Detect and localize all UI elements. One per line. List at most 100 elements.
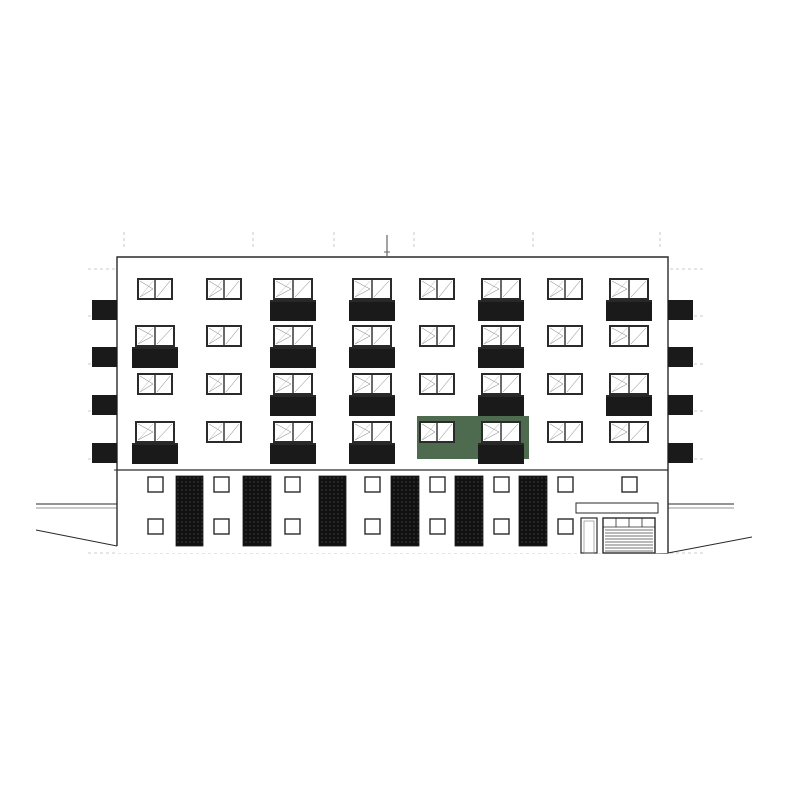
window [352, 421, 392, 443]
ground-dark-panel [318, 475, 347, 547]
window-opening-mark [275, 375, 292, 393]
window-opening-mark [137, 327, 154, 345]
balcony-railing [349, 395, 395, 416]
side-balcony-left [92, 395, 117, 415]
window-opening-mark [483, 280, 500, 298]
ground-square-window [429, 518, 446, 535]
window-opening-mark [225, 280, 240, 298]
side-balcony-left [92, 300, 117, 320]
window-opening-mark [137, 423, 154, 441]
window-opening-mark [630, 327, 647, 345]
window-opening-mark [421, 327, 436, 345]
window-opening-mark [502, 280, 519, 298]
window-opening-mark [354, 375, 371, 393]
ground-square-window [213, 476, 230, 493]
window-opening-mark [483, 423, 500, 441]
window-opening-mark [611, 375, 628, 393]
window-opening-mark [139, 375, 154, 393]
balcony-railing [132, 443, 178, 464]
floor-1 [132, 421, 649, 464]
balcony-railing [478, 347, 524, 368]
balcony-railing [606, 300, 652, 321]
ground-dark-panel [454, 475, 484, 547]
window-opening-mark [354, 327, 371, 345]
window-opening-mark [549, 280, 564, 298]
window-opening-mark [208, 423, 223, 441]
balcony-railing [270, 395, 316, 416]
side-balcony-right [668, 347, 693, 367]
window-opening-mark [566, 327, 581, 345]
window-opening-mark [438, 327, 453, 345]
window-opening-mark [275, 327, 292, 345]
balcony-railing [132, 347, 178, 368]
balcony-railing [478, 443, 524, 464]
window [137, 278, 173, 300]
window-opening-mark [373, 375, 390, 393]
window-opening-mark [611, 423, 628, 441]
window [352, 325, 392, 347]
balcony-railing [478, 395, 524, 416]
ground-square-window [429, 476, 446, 493]
balcony-railing [349, 300, 395, 321]
window-opening-mark [483, 375, 500, 393]
window-opening-mark [483, 423, 500, 441]
window-opening-mark [421, 280, 436, 298]
balcony-railing [270, 347, 316, 368]
window [206, 278, 242, 300]
ground-square-window [284, 518, 301, 535]
window [206, 325, 242, 347]
ground-square-window [621, 476, 638, 493]
ground-square-window [364, 518, 381, 535]
window-opening-mark [549, 327, 564, 345]
window [273, 421, 313, 443]
window-opening-mark [156, 280, 171, 298]
entrance-door-leaf [583, 520, 595, 554]
window-opening-mark [354, 423, 371, 441]
side-balcony-left [92, 443, 117, 463]
window-opening-mark [549, 327, 564, 345]
window-opening-mark [566, 375, 581, 393]
window [206, 373, 242, 395]
upper-floors [132, 278, 652, 464]
window-opening-mark [611, 280, 628, 298]
window [419, 278, 455, 300]
entrance-door [580, 517, 598, 554]
window-opening-mark [294, 375, 311, 393]
window [137, 373, 173, 395]
balcony-railing [349, 347, 395, 368]
window [609, 373, 649, 395]
window-opening-mark [421, 280, 436, 298]
window-opening-mark [611, 327, 628, 345]
window-opening-mark [294, 327, 311, 345]
window-opening-mark [225, 423, 240, 441]
ground-square-window [493, 476, 510, 493]
window-opening-mark [421, 423, 436, 441]
window-opening-mark [275, 423, 292, 441]
ground-square-window [364, 476, 381, 493]
balcony-railing [606, 395, 652, 416]
window-opening-mark [373, 327, 390, 345]
side-balcony-right [668, 395, 693, 415]
window-opening-mark [354, 280, 371, 298]
balcony-railing [478, 300, 524, 321]
ground-dark-panel [390, 475, 420, 547]
window-opening-mark [611, 327, 628, 345]
window-opening-mark [275, 280, 292, 298]
window-opening-mark [566, 423, 581, 441]
window-opening-mark [611, 280, 628, 298]
window-opening-mark [549, 280, 564, 298]
window [609, 325, 649, 347]
window-opening-mark [549, 423, 564, 441]
window-opening-mark [139, 280, 154, 298]
ground-dark-panel [175, 475, 204, 547]
window-opening-mark [137, 327, 154, 345]
window-opening-mark [156, 327, 173, 345]
window [352, 278, 392, 300]
ground-square-window [557, 518, 574, 535]
side-balcony-left [92, 347, 117, 367]
window-opening-mark [294, 280, 311, 298]
window [609, 278, 649, 300]
window-opening-mark [225, 375, 240, 393]
balcony-railing [270, 443, 316, 464]
